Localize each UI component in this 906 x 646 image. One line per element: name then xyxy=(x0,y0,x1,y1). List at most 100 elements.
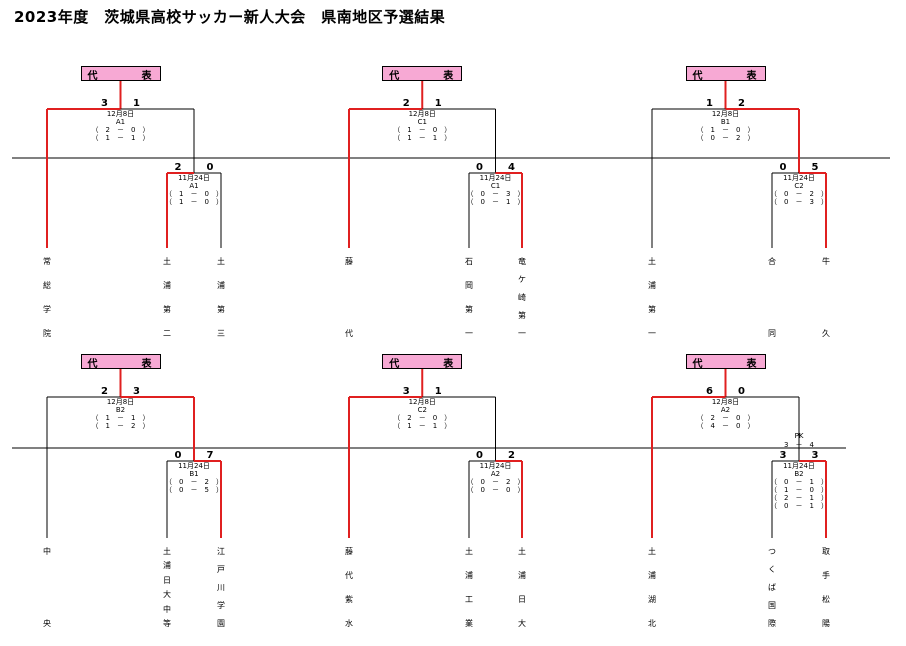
final-half-score: （ 1 － 1 ） xyxy=(91,134,150,142)
team-name-char: 第 xyxy=(217,305,225,314)
first-score-right: 3 xyxy=(811,450,819,461)
final-date: 12月8日 xyxy=(106,398,135,406)
representative-badge: 代表 xyxy=(80,66,161,82)
first-venue: B1 xyxy=(189,470,199,478)
final-half-score: （ 4 － 0 ） xyxy=(696,422,755,430)
first-venue: C1 xyxy=(490,182,501,190)
team-name-char: 合 xyxy=(768,257,776,266)
first-score-left: 0 xyxy=(476,450,483,461)
team-name-char: 北 xyxy=(648,619,656,628)
final-score-right: 1 xyxy=(434,98,442,109)
team-name-char: 日 xyxy=(518,595,526,604)
first-half-score: （ 0 － 1 ） xyxy=(770,478,828,486)
team-name-char: く xyxy=(768,565,776,574)
team-name-char: 藤 xyxy=(345,257,353,266)
team-name-char: 一 xyxy=(465,329,473,338)
team-name-char: 第 xyxy=(163,305,171,314)
final-half-score: （ 1 － 0 ） xyxy=(696,126,755,134)
first-half-score: （ 0 － 3 ） xyxy=(466,190,525,198)
badge-char-2: 表 xyxy=(141,359,152,370)
first-score-left: 2 xyxy=(174,162,182,173)
final-half-score: （ 2 － 0 ） xyxy=(393,414,452,422)
team-name-char: 一 xyxy=(648,329,656,338)
team-name-char: 紫 xyxy=(345,595,353,604)
team-name-char: 工 xyxy=(465,595,473,604)
team-name-char: 土 xyxy=(163,257,171,266)
final-venue: A1 xyxy=(115,118,126,126)
team-name-char: 浦 xyxy=(163,281,171,290)
page-title: 2023年度 茨城県高校サッカー新人大会 県南地区予選結果 xyxy=(14,8,446,26)
final-venue: C2 xyxy=(417,406,427,414)
first-score-left: 0 xyxy=(476,162,483,173)
final-date: 12月8日 xyxy=(408,398,436,406)
final-half-score: （ 1 － 2 ） xyxy=(91,422,150,430)
team-name-char: 第 xyxy=(518,311,526,320)
team-name-char: 土 xyxy=(217,257,225,266)
final-score-right: 1 xyxy=(133,98,140,109)
representative-badge: 代表 xyxy=(685,66,766,82)
team-name-char: 浦 xyxy=(465,571,473,580)
team-name-char: 園 xyxy=(217,619,225,628)
team-name-char: 土 xyxy=(163,547,171,556)
team-name-char: 国 xyxy=(768,601,776,610)
team-name-char: 代 xyxy=(345,571,353,580)
team-name-char: 竜 xyxy=(518,257,526,266)
first-half-score: （ 0 － 2 ） xyxy=(466,478,525,486)
final-score-left: 2 xyxy=(402,98,410,109)
final-half-score: （ 1 － 0 ） xyxy=(393,126,452,134)
team-name-char: 一 xyxy=(518,329,526,338)
team-name-char: 藤 xyxy=(345,547,353,556)
team-name-char: 第 xyxy=(648,305,656,314)
final-score-left: 1 xyxy=(706,98,713,109)
team-name-char: 等 xyxy=(163,619,171,628)
first-venue: C2 xyxy=(794,182,804,190)
first-date: 11月24日 xyxy=(178,462,210,470)
team-name-char: 川 xyxy=(217,583,225,592)
team-name-char: 院 xyxy=(43,329,51,338)
team-name-char: 崎 xyxy=(518,293,526,302)
first-date: 11月24日 xyxy=(783,462,815,470)
first-score-left: 0 xyxy=(174,450,182,461)
pk-label: PK xyxy=(794,432,804,440)
team-name-char: 土 xyxy=(648,257,656,266)
first-half-score: （ 0 － 5 ） xyxy=(165,486,223,494)
final-date: 12月8日 xyxy=(711,110,740,118)
badge-char-2: 表 xyxy=(443,71,454,82)
first-half-score: （ 0 － 0 ） xyxy=(466,486,525,494)
team-name-char: つ xyxy=(768,547,776,556)
first-date: 11月24日 xyxy=(479,462,512,470)
team-name-char: 浦 xyxy=(217,281,225,290)
team-name-char: 石 xyxy=(465,257,473,266)
team-name-char: 業 xyxy=(465,619,473,628)
team-name-char: 学 xyxy=(43,305,51,314)
first-half-score: （ 1 － 0 ） xyxy=(165,190,223,198)
team-name-char: 岡 xyxy=(465,281,473,290)
first-half-score: （ 1 － 0 ） xyxy=(770,486,828,494)
badge-char-1: 代 xyxy=(389,71,400,82)
team-name-char: 浦 xyxy=(163,561,171,571)
final-score-left: 3 xyxy=(402,386,410,397)
first-date: 11月24日 xyxy=(479,174,512,182)
team-name-char: 手 xyxy=(822,571,830,580)
first-score-right: 7 xyxy=(206,450,214,461)
final-half-score: （ 2 － 0 ） xyxy=(91,126,150,134)
representative-badge: 代表 xyxy=(382,66,463,82)
final-score-right: 0 xyxy=(738,386,745,397)
final-half-score: （ 1 － 1 ） xyxy=(393,422,452,430)
team-name-char: 常 xyxy=(43,257,51,266)
team-name-char: 松 xyxy=(822,595,830,604)
first-score-right: 0 xyxy=(206,162,214,173)
final-date: 12月8日 xyxy=(106,110,135,118)
final-date: 12月8日 xyxy=(711,398,740,406)
team-name-char: 取 xyxy=(822,547,830,556)
final-half-score: （ 0 － 2 ） xyxy=(696,134,755,142)
badge-char-1: 代 xyxy=(87,71,98,82)
pk-score: 3 － 4 xyxy=(784,441,814,449)
first-date: 11月24日 xyxy=(783,174,815,182)
team-name-char: 大 xyxy=(163,590,171,600)
first-half-score: （ 0 － 3 ） xyxy=(770,198,828,206)
badge-char-1: 代 xyxy=(692,359,703,370)
team-name-char: 浦 xyxy=(648,571,656,580)
team-name-char: 土 xyxy=(465,547,473,556)
